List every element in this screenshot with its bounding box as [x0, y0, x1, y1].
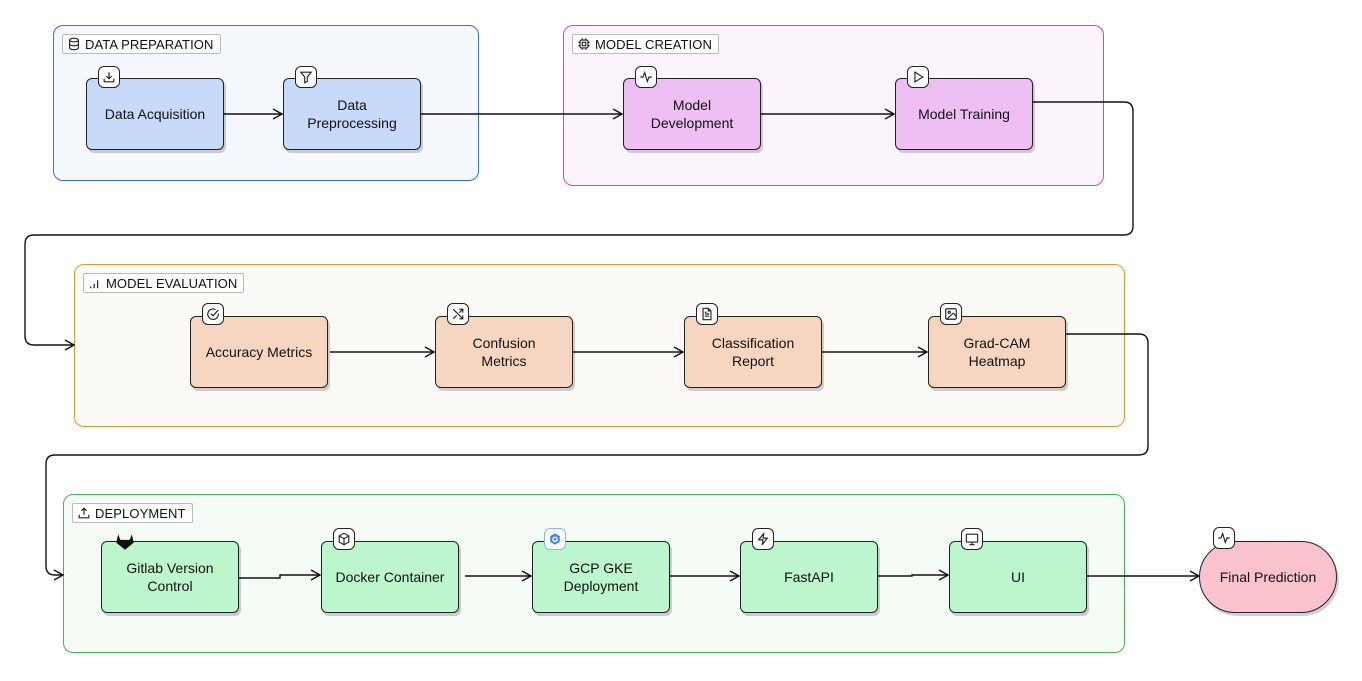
node-label: Data Acquisition: [104, 106, 206, 122]
edge-gitlab-to-docker: [239, 569, 322, 581]
node-ui[interactable]: UI: [949, 541, 1087, 613]
activity-icon: [635, 66, 657, 88]
node-label: Grad-CAM Heatmap: [963, 335, 1031, 369]
group-label-deployment: DEPLOYMENT: [72, 503, 193, 523]
node-label: Gitlab Version Control: [126, 560, 214, 594]
node-accuracy-metrics[interactable]: Accuracy Metrics: [190, 316, 328, 388]
node-gcp-gke-deployment[interactable]: GCP GKE Deployment: [532, 541, 670, 613]
group-title: DEPLOYMENT: [95, 505, 186, 521]
node-data-acquisition[interactable]: Data Acquisition: [86, 78, 224, 150]
gitlab-icon: [112, 528, 138, 554]
group-label-data-preparation: DATA PREPARATION: [62, 34, 221, 54]
group-title: DATA PREPARATION: [85, 36, 214, 52]
node-label: Model Development: [650, 97, 734, 131]
gke-icon: [544, 528, 566, 550]
node-classification-report[interactable]: Classification Report: [684, 316, 822, 388]
group-label-model-creation: MODEL CREATION: [572, 34, 719, 54]
activity-icon: [1213, 527, 1235, 549]
node-label: Model Training: [918, 106, 1010, 122]
edge-gradcam-to-gitlab: [45, 333, 1149, 581]
box-icon: [333, 528, 355, 550]
node-label: Accuracy Metrics: [205, 344, 313, 360]
image-icon: [940, 303, 962, 325]
node-model-development[interactable]: Model Development: [623, 78, 761, 150]
node-label: GCP GKE Deployment: [563, 560, 639, 594]
node-gitlab-version-control[interactable]: Gitlab Version Control: [101, 541, 239, 613]
document-icon: [696, 303, 718, 325]
node-final-prediction[interactable]: Final Prediction: [1199, 541, 1337, 613]
edge-training-to-accuracy: [24, 101, 1134, 351]
node-label: Docker Container: [335, 569, 445, 585]
node-data-preprocessing[interactable]: Data Preprocessing: [283, 78, 421, 150]
node-grad-cam-heatmap[interactable]: Grad-CAM Heatmap: [928, 316, 1066, 388]
node-label: Final Prediction: [1219, 569, 1317, 585]
node-label: Data Preprocessing: [307, 97, 397, 131]
group-title: MODEL EVALUATION: [106, 275, 238, 291]
cpu-chip-icon: [578, 38, 590, 50]
monitor-icon: [961, 528, 983, 550]
node-confusion-metrics[interactable]: Confusion Metrics: [435, 316, 573, 388]
node-label: FastAPI: [784, 569, 834, 585]
download-icon: [98, 66, 120, 88]
lightning-icon: [752, 528, 774, 550]
node-label: Confusion Metrics: [472, 335, 536, 369]
upload-icon: [78, 507, 90, 519]
node-fastapi[interactable]: FastAPI: [740, 541, 878, 613]
node-docker-container[interactable]: Docker Container: [321, 541, 459, 613]
node-model-training[interactable]: Model Training: [895, 78, 1033, 150]
edge-fastapi-to-ui: [878, 569, 950, 581]
check-circle-icon: [202, 303, 224, 325]
filter-icon: [295, 66, 317, 88]
database-icon: [69, 37, 79, 51]
node-label: UI: [1011, 569, 1025, 585]
node-label: Classification Report: [711, 335, 795, 369]
group-title: MODEL CREATION: [595, 36, 712, 52]
shuffle-icon: [447, 303, 469, 325]
group-label-model-evaluation: MODEL EVALUATION: [83, 273, 245, 293]
bar-chart-icon: [90, 280, 99, 289]
play-icon: [907, 66, 929, 88]
